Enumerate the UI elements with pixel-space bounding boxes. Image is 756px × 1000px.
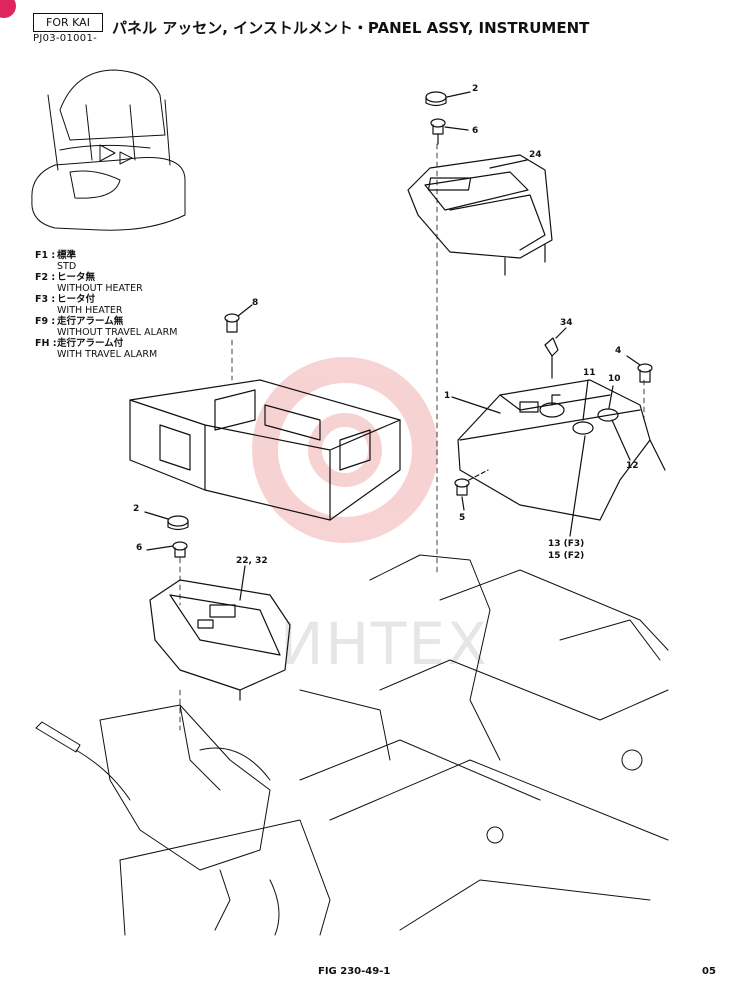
callout-8: 8 xyxy=(252,298,259,308)
legend-item-f9: F9 :走行アラーム無 xyxy=(35,316,124,327)
machine-frame xyxy=(299,554,669,931)
screw-5 xyxy=(454,478,470,496)
callout-4: 4 xyxy=(615,346,622,356)
callout-1: 1 xyxy=(444,391,451,401)
callout-10: 10 xyxy=(608,374,621,384)
callout-13: 13 (F3) xyxy=(548,539,585,549)
key-34 xyxy=(544,337,559,379)
screw-6-top xyxy=(430,118,446,145)
corner-badge xyxy=(0,0,16,18)
callout-22-32: 22, 32 xyxy=(236,556,268,566)
page-title: パネル アッセン, インストルメント・PANEL ASSY, INSTRUMEN… xyxy=(112,19,590,37)
panel-1 xyxy=(457,379,666,521)
callout-6-top: 6 xyxy=(472,126,479,136)
watermark: ИНТЕХ xyxy=(280,610,489,678)
figure-number: FIG 230-49-1 xyxy=(318,966,391,977)
machine-thumbnail xyxy=(31,69,186,231)
variant-legend: F1 :標準 STD F2 :ヒータ無 WITHOUT HEATER F3 :ヒ… xyxy=(35,250,178,360)
panel-22-32 xyxy=(149,579,291,701)
callout-11: 11 xyxy=(583,368,596,378)
callout-5: 5 xyxy=(459,513,466,523)
watermark-gear-icon xyxy=(252,357,438,543)
page-number: 05 xyxy=(702,966,716,977)
screw-8 xyxy=(224,313,240,333)
screw-4 xyxy=(637,363,653,383)
callout-12: 12 xyxy=(626,461,639,471)
part-code: PJ03-01001- xyxy=(33,33,98,44)
cap-2-top xyxy=(425,91,447,103)
callout-15: 15 (F2) xyxy=(548,551,585,561)
callout-2-top: 2 xyxy=(472,84,479,94)
legend-item-f1: F1 :標準 xyxy=(35,250,77,261)
legend-item-fh: FH :走行アラーム付 xyxy=(35,338,124,349)
callout-2-lower: 2 xyxy=(133,504,140,514)
panel-24 xyxy=(407,154,553,276)
legend-item-f2: F2 :ヒータ無 xyxy=(35,272,96,283)
callout-24: 24 xyxy=(529,150,542,160)
screw-6-lower xyxy=(172,541,188,558)
variant-tag: FOR KAI xyxy=(33,13,103,32)
callout-34: 34 xyxy=(560,318,573,328)
mounting-bracket xyxy=(129,379,401,521)
callout-6-lower: 6 xyxy=(136,543,143,553)
operation-lever xyxy=(35,704,331,936)
legend-item-f3: F3 :ヒータ付 xyxy=(35,294,96,305)
